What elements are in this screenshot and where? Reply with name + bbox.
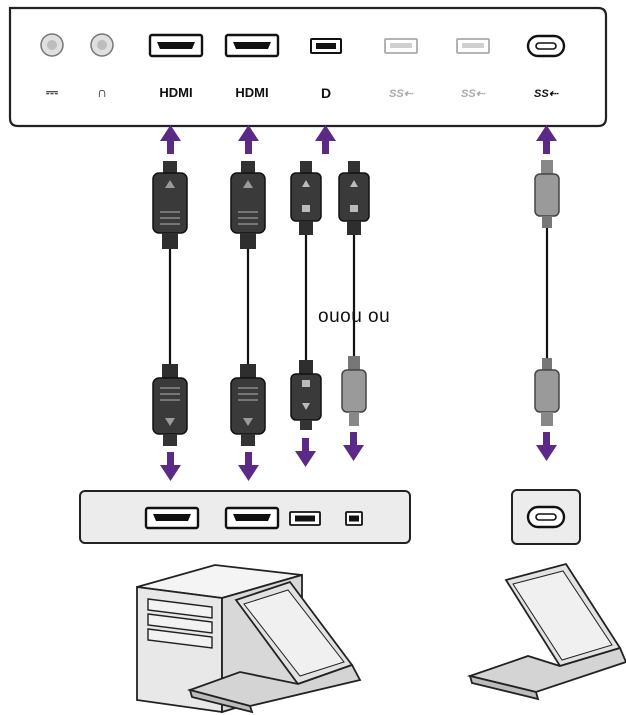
down-arrows: [160, 432, 557, 481]
up-arrows: [160, 125, 557, 154]
down-arrow-dp: [295, 438, 316, 467]
usb-c-port-label: SS⇠: [534, 88, 559, 100]
laptop-2: [466, 562, 626, 701]
laptop-1: [186, 580, 362, 714]
usbc-cable: [534, 160, 560, 426]
up-arrow-usbc: [536, 125, 557, 154]
down-arrow-usbc: [536, 432, 557, 461]
computer-hdmi-port-2-icon: [224, 506, 280, 530]
laptop-usbc-panel: [511, 489, 581, 545]
power-port-label: ⎓: [46, 84, 58, 101]
power-port-icon: [40, 33, 64, 57]
down-arrow-hdmi-2: [238, 452, 259, 481]
hdmi-port-2-icon: [224, 33, 280, 58]
up-arrow-hdmi-2: [238, 125, 259, 154]
usb-c-port-icon: [526, 34, 566, 58]
usb-a-port-2-icon: [456, 38, 490, 54]
or-text: ouou ou: [318, 306, 391, 327]
down-arrow-dp-usbc: [343, 432, 364, 461]
hdmi-cable-1: [152, 161, 188, 446]
dp-cable: [290, 161, 322, 430]
displayport-port-label: D: [321, 85, 331, 101]
usb-a-port-2-label: SS⇠: [461, 88, 486, 100]
usb-a-port-1-label: SS⇠: [389, 88, 414, 100]
computer-dp-port-icon: [289, 511, 321, 526]
computer-io-panel: [79, 490, 411, 544]
usb-a-port-1-icon: [384, 38, 418, 54]
hdmi-port-1-label: HDMI: [159, 85, 192, 100]
hdmi-port-1-icon: [148, 33, 204, 58]
hdmi-cable-2: [230, 161, 266, 446]
hdmi-port-2-label: HDMI: [235, 85, 268, 100]
computer-mini-dp-port-icon: [345, 511, 363, 526]
computer-hdmi-port-1-icon: [144, 506, 200, 530]
headphone-port-icon: [90, 33, 114, 57]
up-arrow-dp: [315, 125, 336, 154]
headphone-port-label: ∩: [97, 84, 107, 100]
monitor-io-panel: ⎓ ∩ HDMI HDMI D SS⇠: [8, 6, 608, 128]
up-arrow-hdmi-1: [160, 125, 181, 154]
down-arrow-hdmi-1: [160, 452, 181, 481]
dp-usbc-cable: [338, 161, 370, 426]
displayport-port-icon: [310, 38, 342, 54]
